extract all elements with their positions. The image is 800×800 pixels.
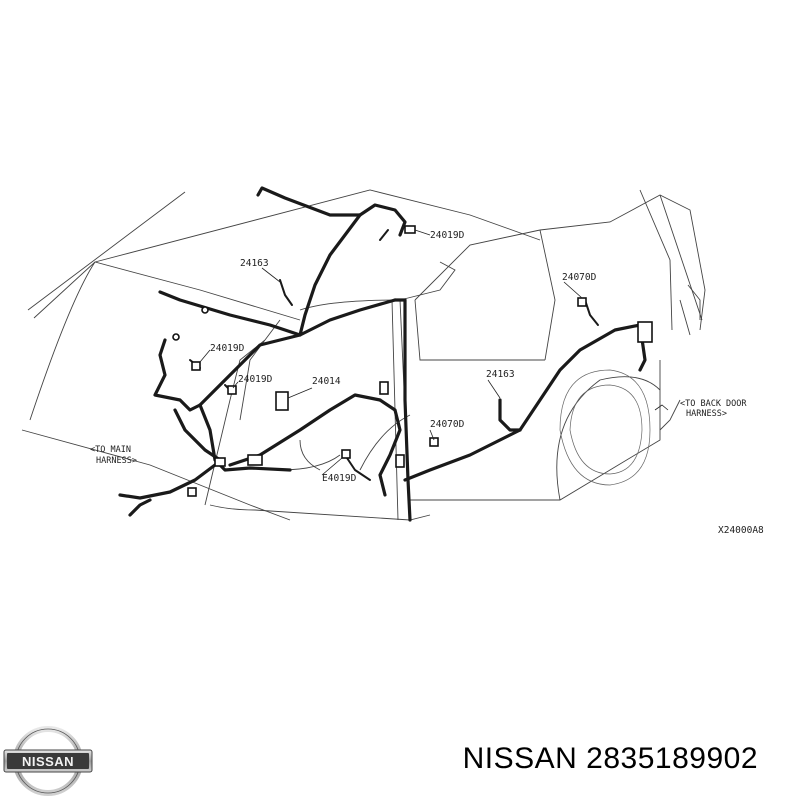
to-back-door-harness-line2: HARNESS>: [686, 409, 727, 419]
label-24070d-right: 24070D: [562, 272, 597, 283]
svg-text:NISSAN: NISSAN: [22, 754, 74, 769]
vehicle-body-outline: [21, 189, 706, 521]
wiring-harness-diagram: 24019D 24163 24019D 24019D 24014 24070D …: [21, 186, 764, 536]
part-number-caption: NISSAN 2835189902: [462, 742, 758, 775]
to-back-door-harness-line1: <TO BACK DOOR: [680, 399, 747, 409]
label-24163-left: 24163: [240, 258, 269, 269]
harness-routing: [118, 186, 652, 522]
label-e4019d: E4019D: [322, 473, 357, 484]
nissan-logo: NISSAN: [3, 726, 93, 796]
label-24014: 24014: [312, 376, 341, 387]
to-main-harness-line1: <TO MAIN: [90, 445, 131, 455]
to-main-harness-line2: HARNESS>: [96, 456, 137, 466]
label-24019d-top: 24019D: [430, 230, 465, 241]
label-24163-right: 24163: [486, 369, 515, 380]
drawing-code: X24000A8: [718, 525, 764, 536]
label-24019d-left-upper: 24019D: [210, 343, 245, 354]
leader-lines: [199, 229, 669, 476]
label-24070d-center: 24070D: [430, 419, 465, 430]
connector-blocks: [172, 225, 653, 497]
label-24019d-left-lower: 24019D: [238, 374, 273, 385]
